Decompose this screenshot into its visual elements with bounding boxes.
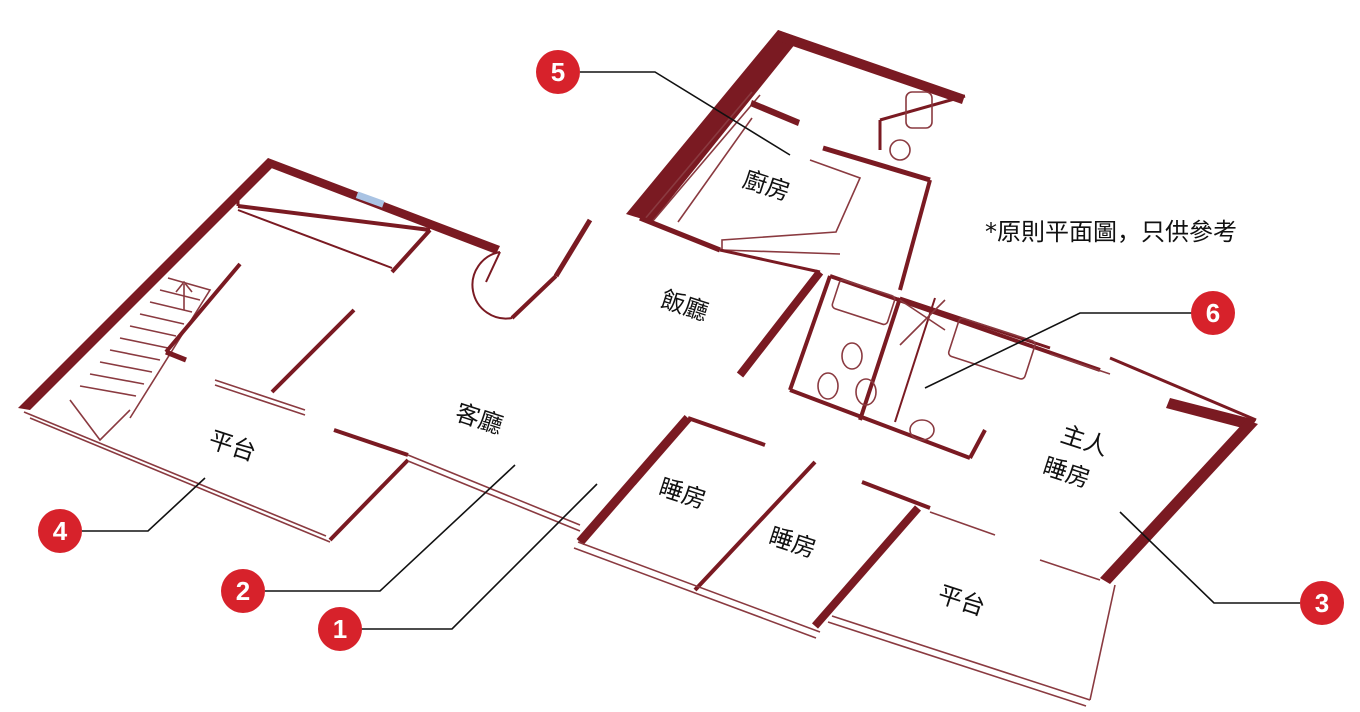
- leader-3: [1119, 511, 1300, 604]
- markers: 5 6 3 4 2 1: [38, 50, 1344, 651]
- label-dining: 飯廳: [657, 285, 711, 326]
- marker-1: 1: [318, 607, 362, 651]
- marker-4: 4: [38, 509, 82, 553]
- leader-1: [355, 483, 598, 630]
- bathroom-block: [736, 269, 1101, 460]
- svg-text:6: 6: [1206, 298, 1220, 328]
- marker-3: 3: [1300, 581, 1344, 625]
- label-living: 客廳: [452, 398, 506, 439]
- svg-text:5: 5: [551, 57, 565, 87]
- leader-5: [580, 71, 791, 156]
- leader-6: [924, 312, 1192, 389]
- leader-4: [82, 477, 206, 532]
- label-balcony-left: 平台: [205, 425, 259, 466]
- room-labels: 廚房 飯廳 客廳 平台 睡房 睡房 主人 睡房 平台: [205, 165, 1111, 621]
- leader-2: [265, 464, 516, 592]
- label-master-line1: 主人: [1057, 420, 1111, 461]
- bedroom-block: [573, 353, 1258, 707]
- label-bedroom-2: 睡房: [765, 522, 819, 563]
- svg-text:1: 1: [333, 614, 347, 644]
- svg-text:4: 4: [53, 516, 68, 546]
- leader-lines: [82, 71, 1300, 630]
- label-master-line2: 睡房: [1039, 452, 1093, 493]
- living-block: [18, 158, 581, 543]
- label-bedroom-1: 睡房: [655, 473, 709, 514]
- svg-text:2: 2: [236, 576, 250, 606]
- staircase: [69, 277, 212, 442]
- kitchen-block: [553, 30, 966, 291]
- marker-2: 2: [221, 569, 265, 613]
- marker-5: 5: [536, 50, 580, 94]
- label-balcony-right: 平台: [934, 580, 988, 621]
- svg-text:3: 3: [1315, 588, 1329, 618]
- marker-6: 6: [1191, 291, 1235, 335]
- disclaimer-note: *原則平面圖，只供參考: [985, 218, 1237, 246]
